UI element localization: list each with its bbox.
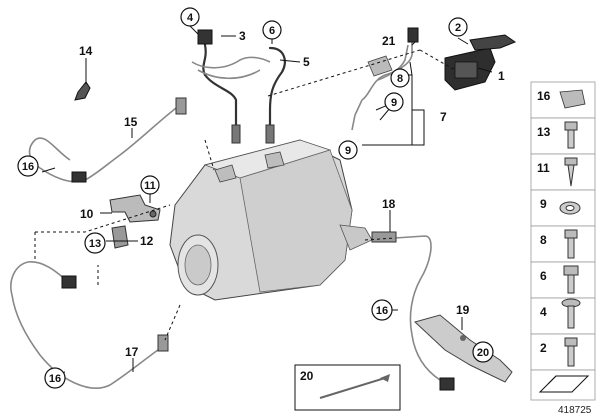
part-label-13: 13	[537, 125, 551, 139]
callout-5: 5	[303, 55, 310, 69]
callout-16c: 16	[376, 305, 388, 317]
callout-16b: 16	[49, 373, 61, 385]
callouts: 1 2 3 4 5 6 7 8 9 9 10 11 12 13 14	[17, 7, 505, 389]
sensor-cable-upper	[28, 97, 187, 183]
callout-12: 12	[140, 234, 154, 248]
callout-circle-16c	[371, 299, 393, 321]
callout-circle-2	[448, 17, 468, 37]
callout-15: 15	[124, 115, 138, 129]
callout-9b: 9	[345, 145, 351, 157]
callout-circle-6	[262, 20, 282, 40]
callout-9a: 9	[391, 97, 397, 109]
callout-6: 6	[269, 25, 275, 37]
part-label-16: 16	[537, 89, 551, 103]
screw-icon	[564, 157, 578, 187]
callout-circle-9a	[384, 92, 404, 112]
part-label-4: 4	[540, 305, 547, 319]
reference-number: 418725	[558, 405, 592, 416]
part-label-8: 8	[540, 233, 547, 247]
callout-18: 18	[382, 197, 396, 211]
callout-3: 3	[239, 29, 246, 43]
part-label-6: 6	[540, 269, 547, 283]
callout-7: 7	[440, 110, 447, 124]
sensor-holder	[414, 314, 513, 383]
callout-circle-8	[390, 68, 410, 88]
hex-bolt-icon	[563, 265, 579, 294]
callout-10: 10	[80, 207, 94, 221]
guide-lines	[34, 49, 456, 341]
parts-column: 16 13 11 9 8 6 4 2	[530, 81, 596, 401]
callout-circle-11	[140, 175, 160, 195]
cable-clip	[74, 81, 91, 101]
cable-bracket	[109, 194, 161, 249]
callout-circle-4	[180, 7, 200, 27]
callout-4: 4	[187, 12, 194, 24]
exhaust-sensor	[371, 231, 455, 391]
callout-19: 19	[456, 303, 470, 317]
callout-13: 13	[89, 238, 101, 250]
collar-screw-icon	[564, 337, 578, 367]
pressure-sensor-bracket	[444, 34, 517, 91]
pressure-pipes	[191, 29, 286, 144]
part-label-2: 2	[540, 341, 547, 355]
hollow-bolt-icon	[564, 229, 578, 259]
bolt-icon	[564, 121, 578, 149]
cable-tie-box	[294, 364, 401, 411]
particulate-filter	[169, 139, 373, 301]
clip-icon	[559, 89, 586, 109]
callout-circle-9b	[338, 140, 358, 160]
part-label-9: 9	[540, 197, 547, 211]
callout-8: 8	[397, 73, 403, 85]
callout-20b: 20	[300, 369, 314, 383]
callout-circle-16a	[17, 155, 39, 177]
callout-2: 2	[455, 22, 461, 34]
callout-11: 11	[144, 180, 156, 192]
callout-1: 1	[498, 69, 505, 83]
callout-14: 14	[79, 44, 93, 58]
callout-20a: 20	[477, 347, 489, 359]
callout-circle-20a	[472, 341, 494, 363]
callout-17: 17	[125, 345, 139, 359]
callout-21: 21	[382, 34, 396, 48]
callout-circle-16b	[44, 367, 66, 389]
flange-bolt-icon	[561, 298, 581, 329]
sensor-cable-lower	[10, 261, 169, 389]
part-label-11: 11	[537, 161, 550, 175]
callout-circle-13	[84, 232, 106, 254]
callout-16a: 16	[22, 161, 34, 173]
